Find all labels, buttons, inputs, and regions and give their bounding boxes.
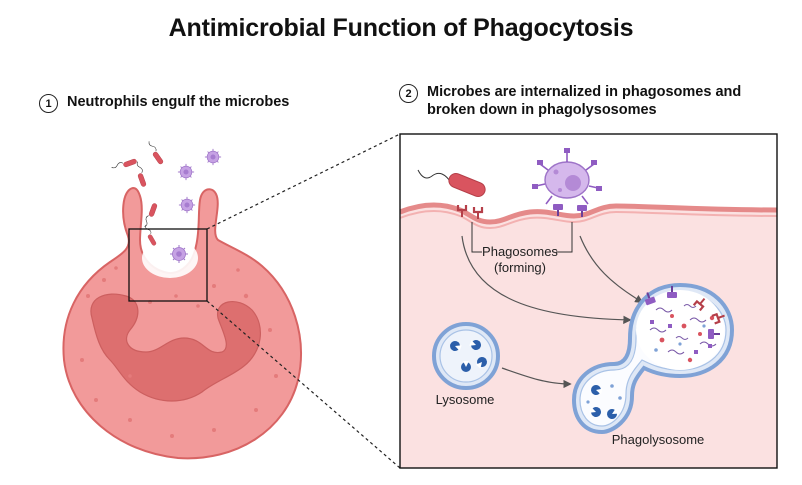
neutrophil-cell xyxy=(62,186,302,460)
fungal-microbe-icon xyxy=(532,148,602,205)
bacterium-icon xyxy=(142,202,158,229)
phagolysosome-label: Phagolysosome xyxy=(611,432,705,447)
bacterium-icon xyxy=(417,169,486,197)
fungal-microbe-icon xyxy=(178,196,196,214)
fungal-microbe-icon xyxy=(177,163,195,181)
digested-fragments xyxy=(649,304,717,363)
neutrophil-nucleus xyxy=(90,293,261,402)
step-1-text: Neutrophils engulf the microbes xyxy=(67,94,290,110)
cell-cytoplasm xyxy=(400,204,777,468)
phagosomes-label-line1: Phagosomes xyxy=(482,244,558,259)
step-2-text: Microbes are internalized in phagosomes … xyxy=(427,83,741,119)
bacterium-icon xyxy=(133,160,149,188)
detail-panel xyxy=(399,133,778,469)
arrow-microbe-to-phagosome xyxy=(579,235,644,303)
step-2: 2 Microbes are internalized in phagosome… xyxy=(399,83,779,119)
bacterium-icon xyxy=(144,140,166,166)
phagolysosome xyxy=(571,282,735,435)
phagosomes-leader xyxy=(471,222,573,253)
bacterium-icon xyxy=(110,156,138,172)
phagosomes-label-line2: (forming) xyxy=(493,260,546,275)
step-2-number: 2 xyxy=(399,84,418,103)
phagosomes-label: Phagosomes (forming) xyxy=(475,244,565,276)
lysosome xyxy=(432,322,500,390)
bacterium-icon xyxy=(141,224,158,247)
zoom-connector-bottom xyxy=(206,300,401,469)
lysosome-label: Lysosome xyxy=(435,392,495,407)
arrow-bacterium-to-phagosome xyxy=(461,235,632,325)
diagram-title: Antimicrobial Function of Phagocytosis xyxy=(168,14,634,42)
granules xyxy=(80,266,278,438)
zoom-connector-top xyxy=(206,133,401,230)
step-1: 1 Neutrophils engulf the microbes xyxy=(39,93,289,113)
phagocytic-cup-opening xyxy=(142,238,198,278)
zoom-region-box xyxy=(128,228,208,302)
arrow-lysosome-to-fusion xyxy=(501,367,572,389)
step-2-text-line1: Microbes are internalized in phagosomes … xyxy=(427,84,742,100)
fungal-microbe-icon xyxy=(204,148,222,166)
step-2-text-line2: broken down in phagolysosomes xyxy=(427,102,657,118)
step-1-number: 1 xyxy=(39,94,58,113)
